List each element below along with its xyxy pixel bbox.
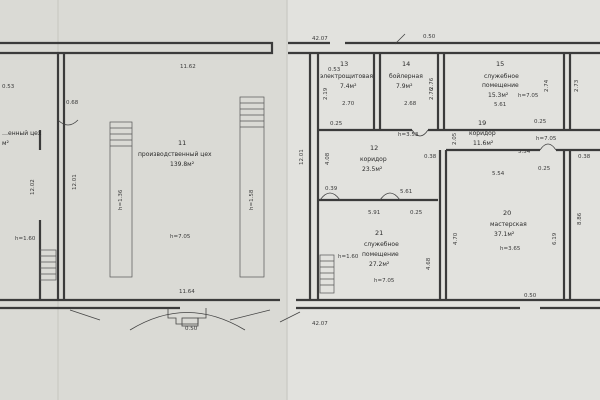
dim-bottom-right: 42.07	[312, 321, 328, 327]
room-14-area: 7.9м²	[396, 83, 413, 90]
room-12-dim-b: 0.39	[325, 186, 338, 192]
room-15-area: 15.3м²	[488, 92, 509, 99]
room-13-name: электрощитовая	[320, 73, 373, 80]
room-11-stair-left: h=1.36	[118, 189, 124, 210]
room-20-area: 37.1м²	[494, 231, 515, 238]
room-10-height: h=1.60	[15, 236, 36, 242]
stair-left	[109, 121, 133, 278]
room-21-dim-w: 5.91	[368, 210, 380, 216]
room-21-name-line-2: помещение	[362, 251, 399, 258]
door-arcs	[57, 33, 557, 323]
room-19-name: коридор	[469, 130, 496, 137]
room-13-dim-w: 2.70	[342, 101, 355, 107]
stair-room-10	[39, 249, 57, 281]
dim-misc-7: 2.73	[574, 79, 580, 92]
dim-bottom-center: 11.64	[179, 289, 195, 295]
room-19-height: h=7.05	[536, 136, 557, 142]
room-20-height: h=3.65	[500, 246, 521, 252]
dim-misc-2: 0.25	[534, 119, 547, 125]
room-19-area: 11.6м²	[473, 140, 494, 147]
room-14-number: 14	[402, 60, 410, 68]
room-12-dim-c: 5.61	[400, 189, 412, 195]
stair-right	[239, 96, 265, 278]
room-20-number: 20	[503, 209, 511, 217]
room-11-height: h=7.05	[170, 234, 191, 240]
dim-top-right: 42.07	[312, 36, 328, 42]
room-11-area: 139.8м²	[170, 161, 195, 168]
dim-misc-10: 0.68	[66, 100, 79, 106]
dim-porch: 0.50	[185, 326, 198, 332]
porch	[129, 308, 246, 331]
room-11-name: производственный цех	[138, 151, 212, 158]
dim-misc-6: 0.53	[328, 67, 341, 73]
room-15-dim-h: 2.74	[544, 79, 550, 92]
dim-misc-12: 2.76	[429, 87, 435, 100]
room-21-area: 27.2м²	[369, 261, 390, 268]
dim-misc-5: 0.38	[578, 154, 591, 160]
room-13-dim-h: 2.19	[323, 87, 329, 100]
room-11-number: 11	[178, 139, 186, 147]
room-11-right-dim: 12.01	[299, 149, 305, 165]
room-21-height: h=7.05	[374, 278, 395, 284]
room-15-number: 15	[496, 60, 504, 68]
room-12-dim-a: 4.08	[325, 152, 331, 165]
room-20-dim-right: 6.19	[552, 232, 558, 245]
room-15-name-line-1: служебное	[484, 73, 519, 80]
room-14-dim-w: 2.68	[404, 101, 417, 107]
room-11-left-dim: 12.01	[72, 174, 78, 190]
dim-misc-11: 0.53	[2, 84, 15, 90]
room-15-dim-w: 5.61	[494, 102, 506, 108]
room-12-area: 23.5м²	[362, 166, 383, 173]
room-14-dim-h: 2.76	[429, 77, 435, 90]
room-21-name-line-1: служебное	[364, 241, 399, 248]
room-21-number: 21	[375, 229, 383, 237]
dim-misc-3: 0.25	[538, 166, 551, 172]
dim-door-top-right: 0.50	[423, 34, 436, 40]
room-15-name-line-2: помещение	[482, 82, 519, 89]
room-19-dim-a: 5.54	[518, 149, 531, 155]
room-21-step: h=1.60	[338, 254, 359, 260]
dim-top-left: 11.62	[180, 64, 196, 70]
room-19-dim-c: 2.05	[452, 132, 458, 145]
room-10-side-dim: 12.02	[30, 179, 36, 195]
dim-misc-4: 0.38	[424, 154, 437, 160]
dim-misc-8: 8.86	[577, 212, 583, 225]
room-21-dim-h: 4.68	[426, 257, 432, 270]
outer-walls	[0, 41, 600, 310]
room-19-number: 19	[478, 119, 486, 127]
room-12-height: h=3.53	[398, 132, 419, 138]
stair-room-21	[319, 254, 335, 294]
room-19-dim-b: 5.54	[492, 171, 505, 177]
room-20-dim-left: 4.70	[453, 232, 459, 245]
dim-misc-9: 0.25	[410, 210, 423, 216]
dim-door-bottom-right: 0.50	[524, 293, 537, 299]
room-20-name: мастерская	[490, 221, 527, 228]
room-14-name: бойлерная	[389, 73, 423, 80]
dim-misc-1: 0.25	[330, 121, 343, 127]
room-15-height: h=7.05	[518, 93, 539, 99]
room-12-number: 12	[370, 144, 378, 152]
room-13-number: 13	[340, 60, 348, 68]
room-10-name: …енный цех	[2, 130, 42, 137]
room-10-area: м²	[2, 140, 10, 147]
room-13-area: 7.4м²	[340, 83, 357, 90]
room-12-name: коридор	[360, 156, 387, 163]
room-11-stair-right: h=1.58	[249, 189, 255, 210]
